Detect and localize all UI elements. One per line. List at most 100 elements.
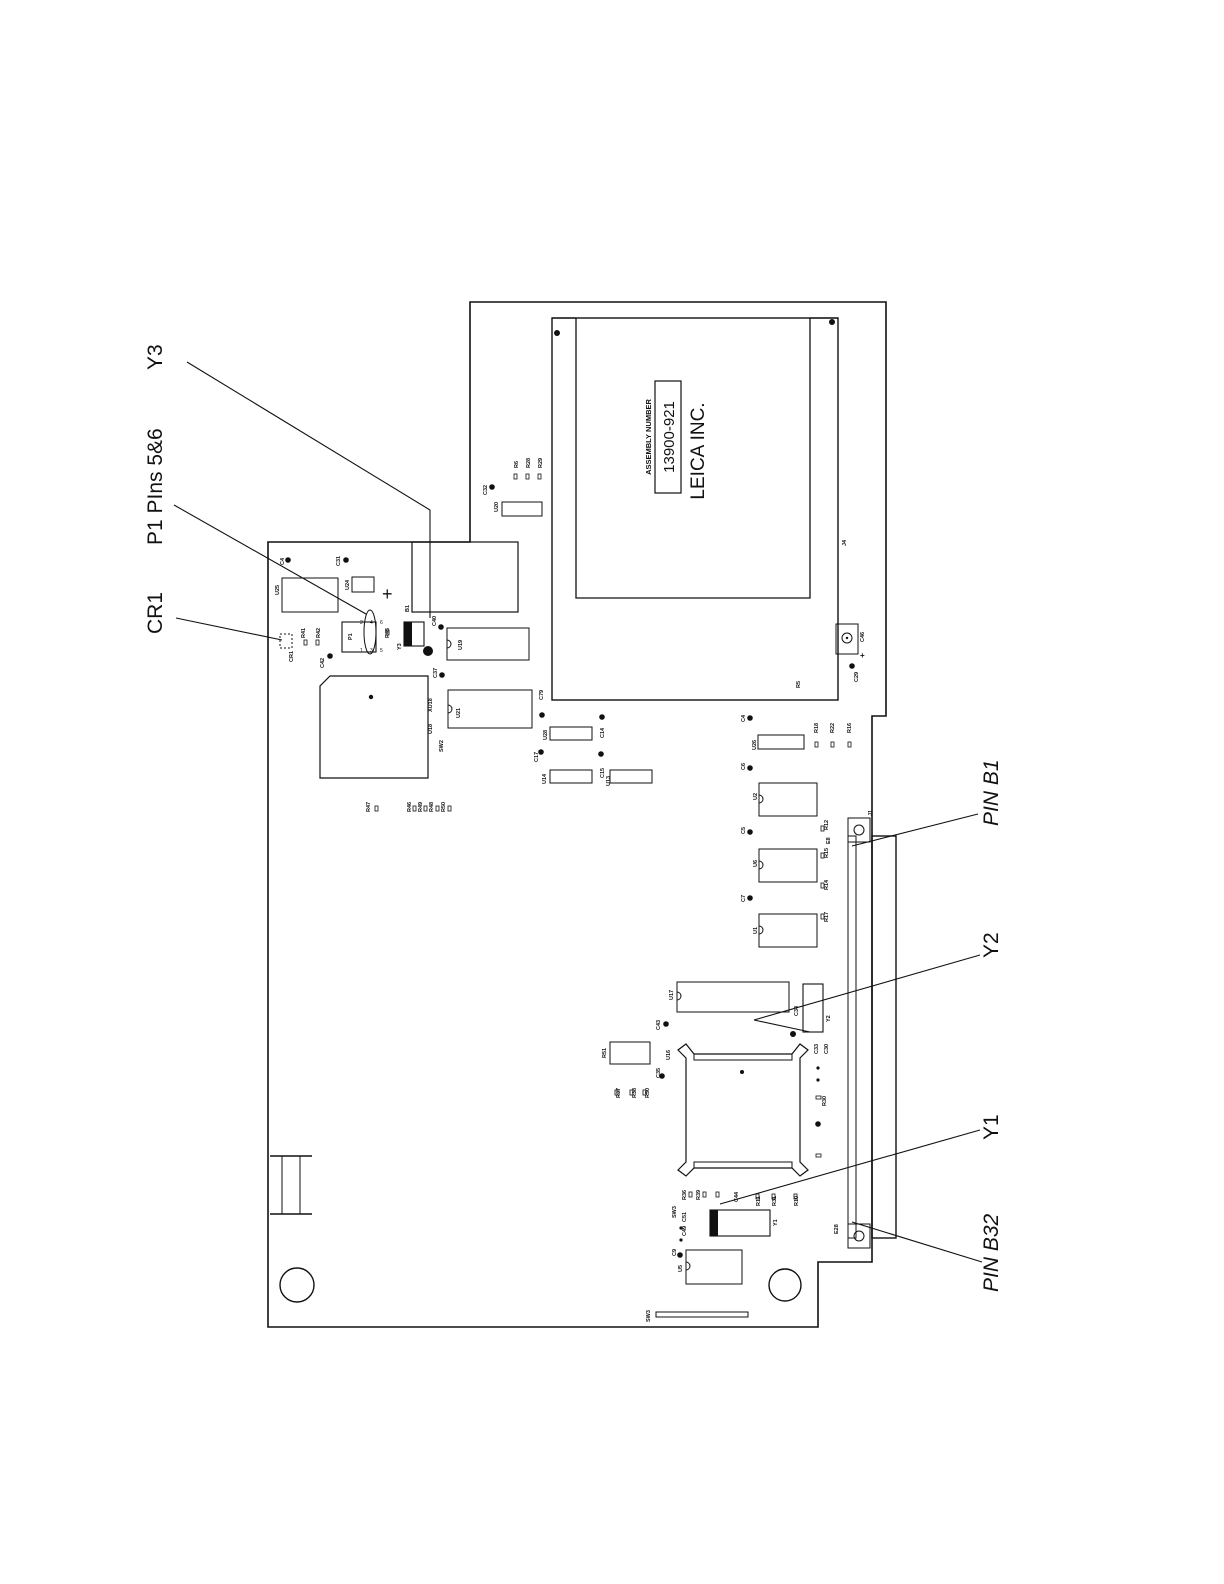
ref-c7: C7 xyxy=(741,895,747,902)
ic-u2 xyxy=(758,782,818,817)
callout-y1: Y1 xyxy=(980,1114,1003,1140)
plus-mark: + xyxy=(382,584,393,604)
edge-connector-j1 xyxy=(871,835,897,1239)
ref-r41: R41 xyxy=(301,628,307,638)
board-outline xyxy=(267,301,887,1328)
resistor-group-r12-r15: R12 R15 E8 xyxy=(820,820,832,859)
via xyxy=(677,1252,683,1258)
module-outline xyxy=(551,317,839,701)
ref-c9: C9 xyxy=(672,1249,678,1256)
ref-u24: U24 xyxy=(345,579,351,590)
ref-r42: R42 xyxy=(316,628,322,638)
ref-c46: C46 xyxy=(860,632,866,642)
ref-c32: C32 xyxy=(483,485,489,495)
ref-r14: R14 xyxy=(824,879,830,890)
b1-block xyxy=(411,541,519,613)
ic-u14 xyxy=(549,769,593,784)
company-name: LEICA INC. xyxy=(688,402,709,499)
ref-u2: U2 xyxy=(753,793,759,800)
ref-y3: Y3 xyxy=(397,643,403,650)
via xyxy=(539,712,545,718)
y3-terminal xyxy=(423,646,433,656)
ic-u13 xyxy=(609,769,653,784)
ic-u28 xyxy=(549,726,593,741)
ref-c31: C31 xyxy=(336,556,342,566)
via xyxy=(439,672,445,678)
strip-sw3 xyxy=(655,1311,749,1318)
via xyxy=(489,484,495,490)
ref-r11: R11 xyxy=(756,1196,762,1206)
module-mount-hole xyxy=(829,319,835,325)
ref-u20: U20 xyxy=(494,502,500,512)
via xyxy=(327,653,333,659)
ref-r31: R31 xyxy=(772,1196,778,1206)
leader-y1 xyxy=(719,1129,981,1205)
ic-r51-pack xyxy=(609,1041,651,1065)
svg-text:+: + xyxy=(860,651,865,660)
via xyxy=(285,557,291,563)
ref-r37: R37 xyxy=(616,1088,622,1098)
mount-hole-left xyxy=(279,1267,315,1303)
leader-p1 xyxy=(173,504,367,615)
ref-c51: C51 xyxy=(682,1212,688,1222)
ref-c42: C42 xyxy=(320,658,326,668)
resistor-group-r41-r42: R41 R42 xyxy=(301,628,322,646)
ref-r50: R50 xyxy=(441,802,447,812)
ref-c4b: C4 xyxy=(741,714,747,722)
ref-c35: C35 xyxy=(656,1068,662,1078)
assembly-number: 13900-921 xyxy=(661,401,678,473)
ref-c44: C44 xyxy=(734,1191,740,1202)
ref-u6: U6 xyxy=(753,860,759,867)
assembly-label: ASSEMBLY NUMBER 13900-921 LEICA INC. xyxy=(644,380,709,500)
ref-c14: C14 xyxy=(600,727,606,738)
ic-u1 xyxy=(758,913,818,948)
ref-u1: U1 xyxy=(753,927,759,934)
ref-u25: U25 xyxy=(275,585,281,595)
ref-r10: R10 xyxy=(794,1196,800,1206)
ref-c6: C6 xyxy=(741,763,747,770)
ref-c49: C49 xyxy=(682,1226,688,1236)
c46-outline xyxy=(835,623,859,655)
via xyxy=(747,715,753,721)
via xyxy=(790,1031,796,1037)
ref-b1: B1 xyxy=(405,605,411,612)
ref-sw3b: SW3 xyxy=(646,1310,652,1322)
ref-r17: R17 xyxy=(824,912,830,922)
ic-u19 xyxy=(446,627,530,661)
ref-r22: R22 xyxy=(830,723,836,733)
assembly-number-box xyxy=(654,380,682,494)
ref-r18: R18 xyxy=(814,723,820,733)
ref-xu18: XU18 xyxy=(428,698,434,712)
ref-e28: E28 xyxy=(834,1224,840,1234)
crystal-y2 xyxy=(802,983,824,1033)
ref-y2: Y2 xyxy=(826,1015,832,1022)
callout-y3: Y3 xyxy=(144,344,167,370)
j1-mount-bottom xyxy=(847,1223,871,1249)
ic-u16-socket xyxy=(677,1043,809,1177)
leader-y2 xyxy=(753,954,981,1033)
ref-c37: C37 xyxy=(433,668,439,678)
mount-hole-right xyxy=(768,1268,802,1302)
via xyxy=(438,624,444,630)
ref-r15: R15 xyxy=(824,848,830,858)
ref-r48: R48 xyxy=(429,802,435,812)
ref-p1: P1 xyxy=(348,633,354,640)
via xyxy=(815,1121,821,1127)
callout-pin-b32: PIN B32 xyxy=(980,1213,1003,1292)
ref-c4: C4 xyxy=(280,557,286,565)
ref-cr1: CR1 xyxy=(289,651,295,662)
svg-text:4: 4 xyxy=(370,620,373,626)
ref-u14: U14 xyxy=(542,773,548,784)
ref-c79: C79 xyxy=(539,690,545,700)
svg-text:2: 2 xyxy=(360,620,363,626)
ref-r36: R36 xyxy=(682,1190,688,1200)
ic-u20 xyxy=(501,501,543,517)
resistor-group-r11-r31-r10: R11 R31 R10 xyxy=(755,1193,800,1206)
ref-r39: R39 xyxy=(696,1190,702,1200)
ref-r5: R5 xyxy=(796,681,802,688)
ref-c40: C40 xyxy=(432,616,438,626)
ref-u16: U16 xyxy=(666,1050,672,1060)
ic-u21 xyxy=(447,689,533,729)
